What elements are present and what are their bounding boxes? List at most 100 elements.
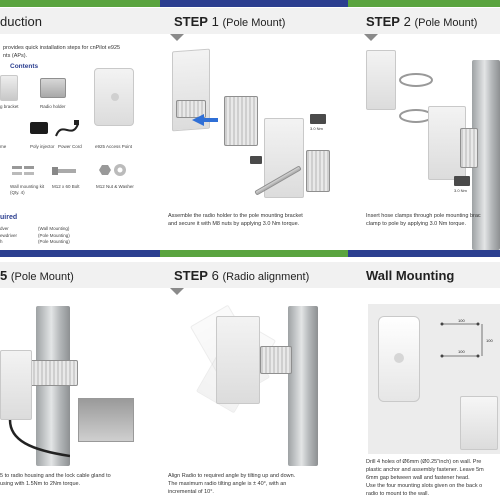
step1-text-line1: Assemble the radio holder to the pole mo… xyxy=(168,213,303,219)
step1-notch xyxy=(170,34,184,41)
step6-title: STEP 6 (Radio alignment) xyxy=(174,268,309,283)
poe-injector-image xyxy=(30,122,48,134)
wall-topbar xyxy=(348,250,500,257)
label-mount-kit-qty: (Qty. 4) xyxy=(10,190,25,195)
step1-holder-image xyxy=(176,100,206,118)
tool-row: ewdriver (Pole Mounting) xyxy=(0,233,80,240)
tool-row: h (Pole Mounting) xyxy=(0,239,80,246)
tools-heading: uired xyxy=(0,214,18,221)
wall-title-text: Wall Mounting xyxy=(366,268,455,283)
step-subtitle: (Radio alignment) xyxy=(222,271,310,283)
label-bolt: M12 x 60 Bolt xyxy=(52,184,80,189)
step2-radio-image xyxy=(366,50,396,110)
radio-logo-icon xyxy=(394,353,404,363)
step-label: STEP xyxy=(366,14,400,29)
intro-title: duction xyxy=(0,14,42,29)
step6-text-line2: The maximum radio tilting angle is ± 40°… xyxy=(168,481,287,487)
wall-image: 100 100 100 xyxy=(368,304,500,454)
intro-text-line1: provides quick installation steps for cn… xyxy=(3,45,121,51)
step5-text-line1: 5 to radio housing and the lock cable gl… xyxy=(0,473,111,479)
tools-list: dver (Wall Mounting) ewdriver (Pole Mounti… xyxy=(0,226,80,246)
drill-template-icon xyxy=(440,322,483,358)
step1-text-line2: and secure it with M8 nuts by applying 3… xyxy=(168,221,300,227)
step-number: 1 xyxy=(211,14,219,29)
step6-text-line3: incremental of 10°. xyxy=(168,489,214,495)
ap-logo-icon xyxy=(111,93,119,101)
step1-bracket-image xyxy=(224,96,258,146)
intro-topbar xyxy=(0,0,160,7)
label-cord: Power Cord xyxy=(58,144,82,149)
intro-panel: duction provides quick installation step… xyxy=(0,0,160,250)
wall-text-line2: plastic anchor and assembly fastener. Le… xyxy=(366,467,484,473)
cable-icon xyxy=(8,420,70,458)
step5-text-line2: using with 1.5Nm to 2Nm torque. xyxy=(0,481,81,487)
wall-back-detail-image xyxy=(460,396,498,450)
step5-pole-image xyxy=(36,306,70,466)
step1-text: Assemble the radio holder to the pole mo… xyxy=(168,212,348,228)
radio-holder-image xyxy=(40,78,66,98)
label-injector: Poly injector xyxy=(30,144,55,149)
label-holder: Radio holder xyxy=(40,104,66,109)
step6-text-line1: Align Radio to required angle by tilting… xyxy=(168,473,296,479)
step5-topbar xyxy=(0,250,160,257)
tool-name: h xyxy=(0,239,3,244)
bolt-icon xyxy=(52,167,76,175)
step-subtitle: (Pole Mount) xyxy=(222,17,286,29)
label-bracket: g bracket xyxy=(0,104,19,109)
wall-panel: Wall Mounting 100 100 100 Drill 4 holes … xyxy=(348,250,500,500)
step5-inset-image xyxy=(78,398,134,442)
tool-name: dver xyxy=(0,226,9,231)
wall-text-line5: radio to mount to the wall. xyxy=(366,491,429,497)
step1-torque-label: 3.0 Nm xyxy=(310,126,323,131)
dim-b: 100 xyxy=(486,338,493,343)
nut-washer-icon xyxy=(99,164,126,176)
tool-use: (Pole Mounting) xyxy=(38,239,70,244)
tool-use: (Pole Mounting) xyxy=(38,232,70,238)
step-number: 2 xyxy=(403,14,411,29)
step5-title: 5 (Pole Mount) xyxy=(0,268,74,283)
step1-assembled-bracket-image xyxy=(306,150,330,192)
wall-text-line1: Drill 4 holes of Ø6mm (Ø0.25"inch) on wa… xyxy=(366,459,482,465)
step2-title: STEP 2 (Pole Mount) xyxy=(366,14,477,29)
wall-header: Wall Mounting xyxy=(348,262,500,288)
step-subtitle: (Pole Mount) xyxy=(10,271,74,283)
step6-header: STEP 6 (Radio alignment) xyxy=(160,262,348,295)
step6-panel: STEP 6 (Radio alignment) Align Radio to … xyxy=(160,250,348,500)
step1-title: STEP 1 (Pole Mount) xyxy=(174,14,285,29)
label-nut: M12 Nut & Washer xyxy=(96,184,134,189)
tool-use: (Wall Mounting) xyxy=(38,226,70,231)
step2-mounted-radio-image xyxy=(428,106,466,180)
wall-text: Drill 4 holes of Ø6mm (Ø0.25"inch) on wa… xyxy=(366,458,500,498)
intro-text: provides quick installation steps for cn… xyxy=(3,44,158,60)
dim-a: 100 xyxy=(458,318,465,323)
tool-name: ewdriver xyxy=(0,232,18,238)
step1-panel: STEP 1 (Pole Mount) 3.0 Nm Assemble the … xyxy=(160,0,348,250)
wall-radio-image xyxy=(378,316,420,402)
contents-heading: Contents xyxy=(10,63,39,70)
access-point-image xyxy=(94,68,134,126)
step6-notch xyxy=(170,288,184,295)
step5-radio-image xyxy=(0,350,32,420)
wall-title: Wall Mounting xyxy=(366,268,454,283)
step1-torque-badge xyxy=(310,114,326,124)
step2-header: STEP 2 (Pole Mount) xyxy=(348,8,500,41)
step6-topbar xyxy=(160,250,348,257)
step2-torque-badge xyxy=(454,176,470,186)
step2-torque-label: 3.0 Nm xyxy=(454,188,467,193)
arrow-icon xyxy=(192,114,218,126)
step5-text: 5 to radio housing and the lock cable gl… xyxy=(0,472,160,488)
step2-bracket-image xyxy=(460,128,478,168)
power-cord-icon xyxy=(55,120,79,137)
step6-pole-image xyxy=(288,306,318,466)
intro-header: duction xyxy=(0,8,160,34)
wall-text-line3: 6mm gap between wall and fastener head. xyxy=(366,475,470,481)
step2-text-line2: clamp to pole by applying 3.0 Nm torque. xyxy=(366,221,466,227)
wall-text-line4: Use the four mounting slots given on the… xyxy=(366,483,483,489)
step2-notch xyxy=(364,34,378,41)
step1-header: STEP 1 (Pole Mount) xyxy=(160,8,348,41)
step1-torque-badge-2 xyxy=(250,156,262,164)
step-subtitle: (Pole Mount) xyxy=(414,17,478,29)
step5-header: 5 (Pole Mount) xyxy=(0,262,160,288)
label-me: me xyxy=(0,144,7,149)
step-label: STEP xyxy=(174,14,208,29)
